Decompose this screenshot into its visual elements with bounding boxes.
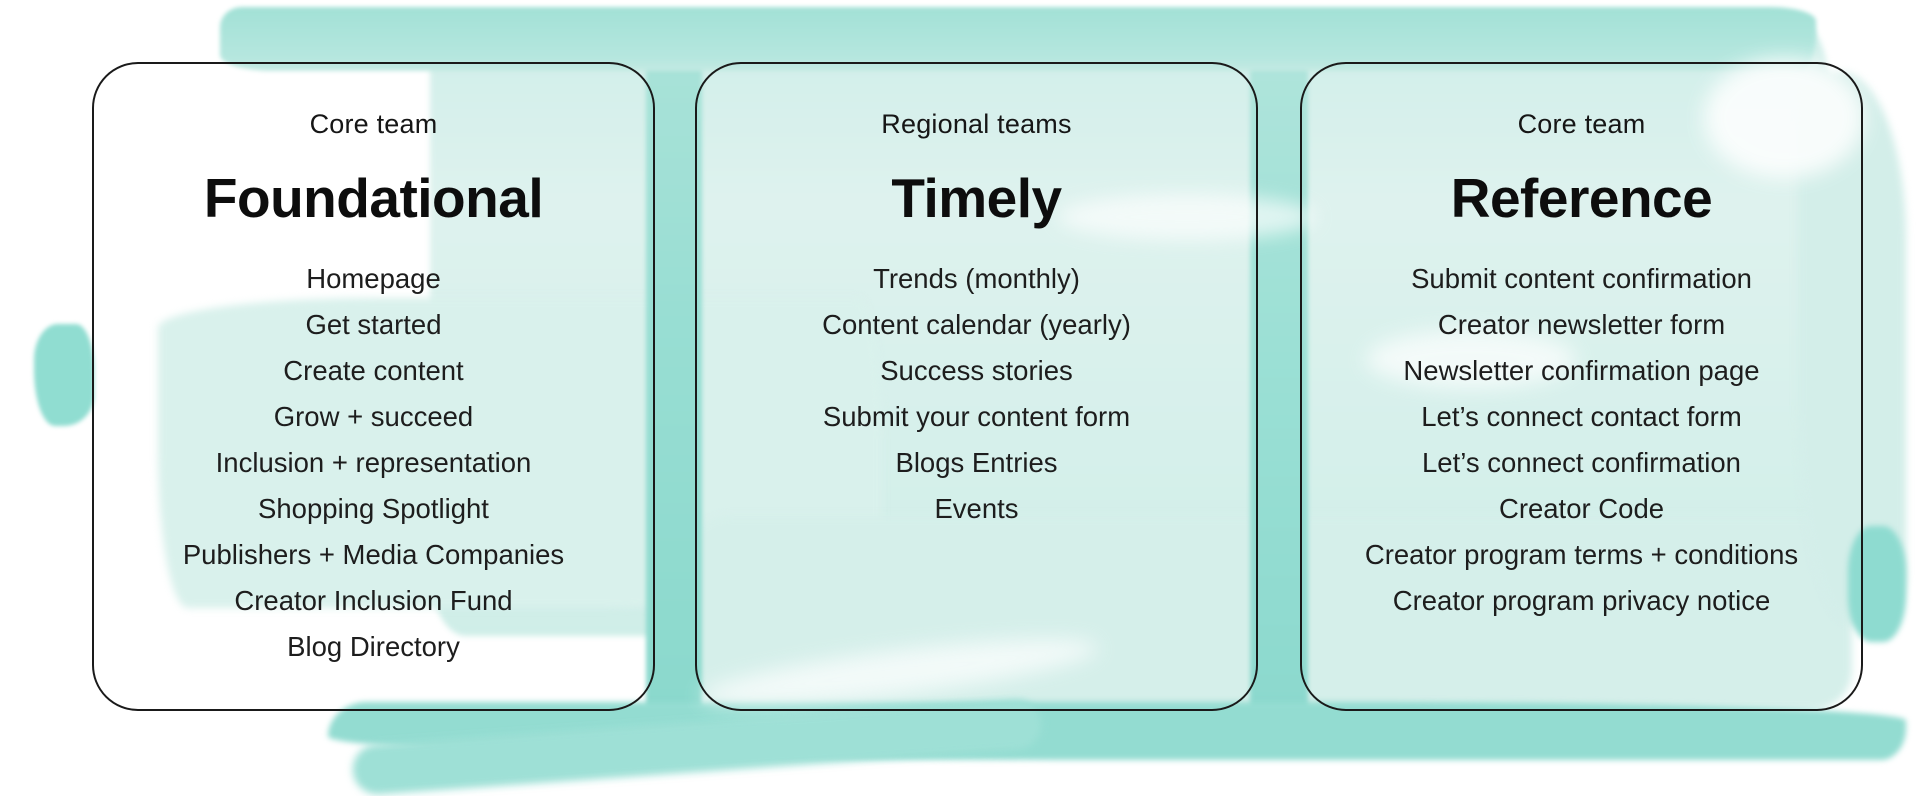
- card-item: Creator Inclusion Fund: [234, 585, 513, 616]
- card-team-label: Regional teams: [881, 109, 1072, 139]
- watercolor-white-streak: [1366, 330, 1576, 388]
- card-item: Content calendar (yearly): [822, 309, 1131, 340]
- watercolor-gap-stroke-right: [1250, 16, 1308, 708]
- watercolor-white-streak: [1058, 194, 1316, 240]
- card-item: Publishers + Media Companies: [182, 539, 565, 570]
- card-item: Submit content confirmation: [1411, 263, 1752, 294]
- card-item: Creator newsletter form: [1437, 309, 1726, 340]
- card-item-list: Trends (monthly) Content calendar (yearly…: [697, 256, 1256, 532]
- card-item: Blog Directory: [287, 631, 460, 662]
- watercolor-top-band: [220, 7, 1816, 71]
- card-item: Create content: [283, 355, 464, 386]
- card-item: Blogs Entries: [895, 447, 1058, 478]
- card-item: Success stories: [880, 355, 1073, 386]
- card-title: Reference: [1450, 167, 1713, 229]
- card-team-label: Core team: [1517, 109, 1646, 139]
- card-team-label: Core team: [309, 109, 438, 139]
- card-item: Creator program terms + conditions: [1364, 539, 1799, 570]
- card-title: Foundational: [203, 167, 544, 229]
- card-item: Submit your content form: [822, 401, 1131, 432]
- card-item: Let’s connect confirmation: [1422, 447, 1741, 478]
- watercolor-left-patch: [34, 324, 94, 426]
- card-timely: Regional teams Timely Trends (monthly) Co…: [695, 62, 1258, 711]
- watercolor-right-dark-patch: [1848, 526, 1906, 642]
- card-title: Timely: [891, 167, 1062, 229]
- card-item: Trends (monthly): [873, 263, 1080, 294]
- watercolor-gap-stroke-left: [646, 16, 702, 708]
- card-item: Creator program privacy notice: [1392, 585, 1771, 616]
- card-item: Events: [934, 493, 1019, 524]
- card-item: Homepage: [306, 263, 441, 294]
- card-item: Creator Code: [1498, 493, 1665, 524]
- card-item: Let’s connect contact form: [1421, 401, 1742, 432]
- card-item: Grow + succeed: [273, 401, 474, 432]
- card-item: Shopping Spotlight: [258, 493, 489, 524]
- card-reference: Core team Reference Submit content confi…: [1300, 62, 1863, 711]
- card-item: Get started: [305, 309, 442, 340]
- card-item: Inclusion + representation: [215, 447, 532, 478]
- card-item: Newsletter confirmation page: [1403, 355, 1760, 386]
